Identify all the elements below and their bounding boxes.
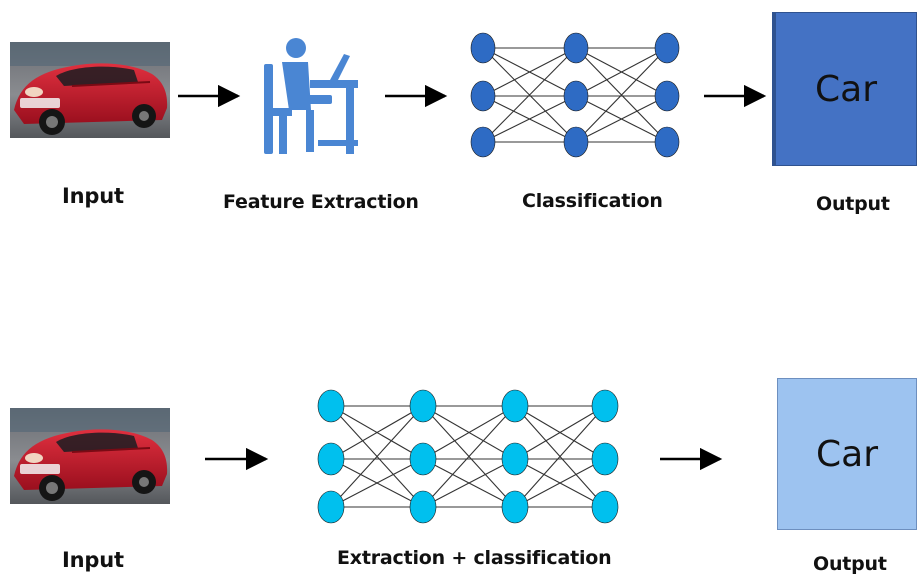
network-node [409, 490, 437, 524]
person-at-computer-icon [264, 38, 358, 154]
output-label-top: Output [816, 193, 890, 215]
network-connection [482, 47, 577, 143]
network-node [501, 389, 529, 423]
network-node [317, 490, 345, 524]
network-node [409, 442, 437, 476]
network-node [654, 126, 680, 158]
output-text-bottom: Car [816, 433, 878, 475]
network-node [591, 442, 619, 476]
network-node [654, 32, 680, 64]
output-text-top: Car [815, 68, 877, 110]
network-node [563, 126, 589, 158]
network-node [317, 442, 345, 476]
network-connection [514, 405, 606, 508]
network-node [409, 389, 437, 423]
network-node [317, 389, 345, 423]
network-connection [330, 405, 424, 460]
input-car-image-top [9, 41, 171, 139]
network-connection [575, 95, 668, 143]
network-node [563, 32, 589, 64]
network-connection [575, 47, 668, 97]
output-box-bottom: Car [777, 378, 917, 530]
network-node [501, 442, 529, 476]
network-node [470, 80, 496, 112]
network-connection [330, 458, 424, 508]
output-label-bottom: Output [813, 553, 887, 575]
network-connection [422, 405, 516, 508]
input-label-top: Input [62, 184, 124, 208]
input-label-bottom: Input [62, 548, 124, 572]
extraction-classification-label: Extraction + classification [337, 547, 612, 569]
output-box-top: Car [775, 12, 917, 166]
network-node [563, 80, 589, 112]
network-connection [422, 405, 516, 460]
extraction-classification-network [317, 389, 619, 524]
network-node [654, 80, 680, 112]
feature-extraction-label: Feature Extraction [223, 191, 419, 213]
input-car-image-bottom [9, 407, 171, 505]
network-connection [422, 458, 516, 508]
classification-network [470, 32, 680, 158]
network-connection [575, 47, 668, 143]
classification-label: Classification [522, 190, 663, 212]
network-node [591, 389, 619, 423]
network-connection [482, 47, 577, 97]
network-connection [482, 95, 577, 143]
network-node [591, 490, 619, 524]
network-node [470, 126, 496, 158]
network-node [470, 32, 496, 64]
network-node [501, 490, 529, 524]
network-connection [330, 405, 424, 508]
network-connection [514, 458, 606, 508]
network-connection [514, 405, 606, 460]
